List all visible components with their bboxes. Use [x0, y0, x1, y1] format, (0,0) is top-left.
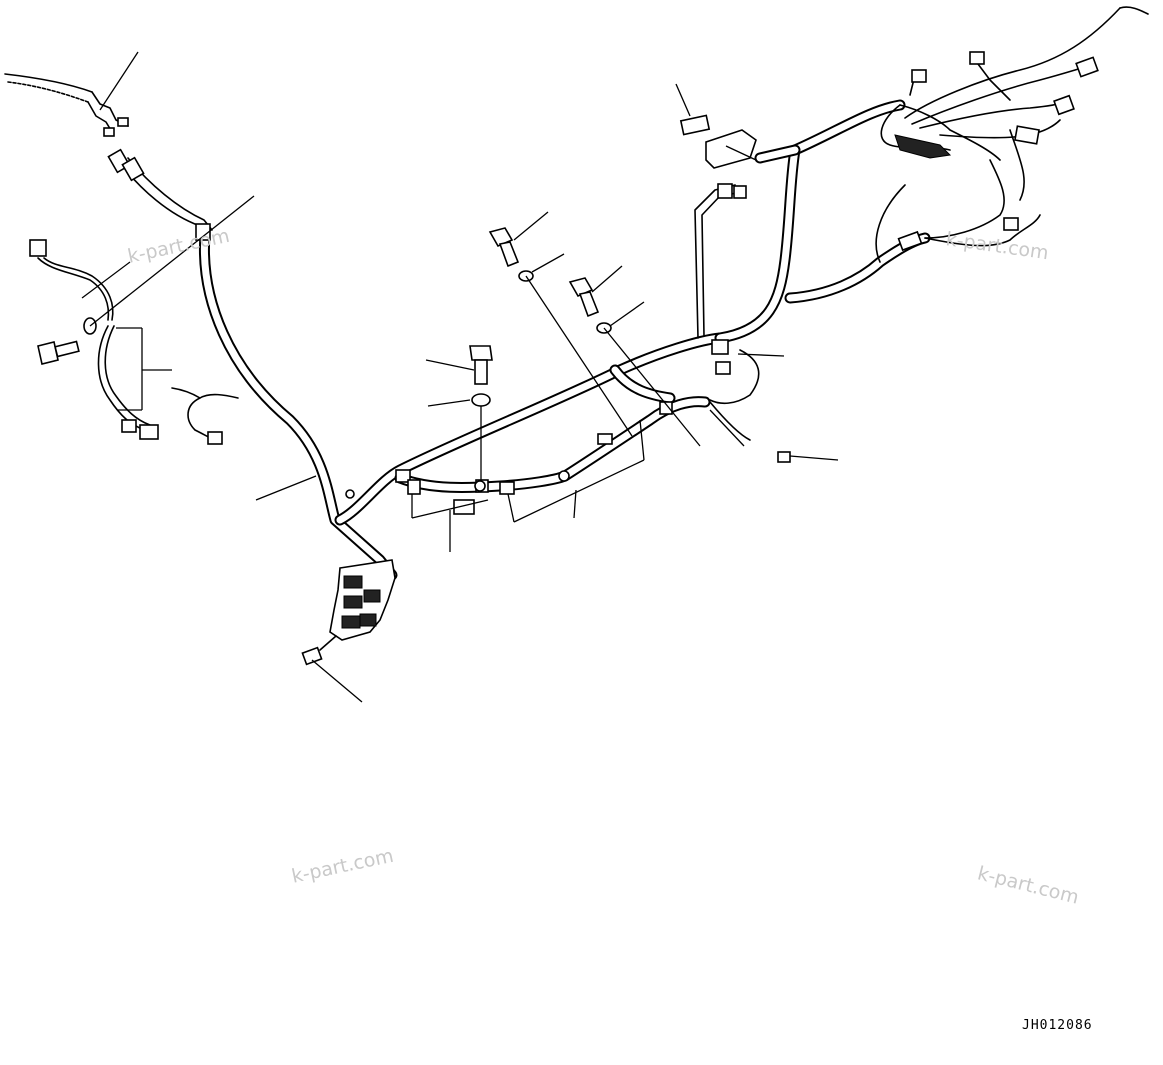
grommets	[345, 470, 570, 499]
connector-icon	[117, 117, 129, 127]
connector-icon	[121, 156, 145, 182]
bolt-head-icon	[469, 345, 493, 361]
connector-icon	[1075, 56, 1099, 78]
connector-icon	[343, 575, 363, 589]
connector-icon	[103, 127, 115, 137]
clamp-icon	[499, 481, 515, 495]
connector-icon	[139, 424, 159, 440]
connector-icon	[301, 646, 323, 666]
bolt-shank-icon	[54, 340, 80, 358]
connector-block	[301, 559, 396, 666]
clamp-icon	[395, 469, 411, 483]
connector-icon	[717, 183, 733, 199]
top-center-parts	[679, 114, 757, 169]
connector-icon	[777, 451, 791, 463]
connector-icon	[1003, 217, 1019, 231]
bolt-shank-icon	[578, 291, 600, 318]
washer-icon	[471, 393, 491, 407]
connector-icon	[343, 595, 363, 609]
connector-icon	[1053, 94, 1075, 116]
connector-icon	[711, 339, 729, 355]
relay-block-icon	[894, 134, 952, 159]
connector-icon	[911, 69, 927, 83]
main-harness-center	[334, 332, 726, 526]
drawing-id-label: JH012086	[1022, 1018, 1093, 1033]
bolt-head-icon	[488, 227, 514, 248]
clamp-icon	[195, 223, 211, 241]
bolt-head-icon	[568, 277, 594, 298]
connector-icon	[363, 589, 381, 603]
bolt-shank-icon	[474, 359, 488, 385]
bolt-head-icon	[37, 341, 59, 365]
left-small-harness	[29, 239, 239, 445]
bolt-shank-icon	[498, 241, 520, 268]
connector-icon	[341, 615, 361, 629]
clamp-icon	[597, 433, 613, 445]
leader-lines	[81, 51, 839, 703]
connector-icon	[29, 239, 47, 257]
left-branch-harness	[107, 148, 213, 237]
upper-right-wires	[875, 6, 1149, 263]
clamp-icon	[659, 401, 673, 415]
clip-icon	[679, 114, 711, 136]
connector-icon	[453, 499, 475, 515]
connector-icon	[207, 431, 223, 445]
connector-icon	[359, 613, 377, 627]
right-connector-group	[694, 183, 791, 463]
connector-icon	[969, 51, 985, 65]
clamps	[195, 223, 673, 515]
connector-icon	[1014, 125, 1040, 145]
upper-left-cable	[4, 73, 129, 137]
fasteners	[37, 227, 612, 407]
connector-icon	[715, 361, 731, 375]
connector-icon	[897, 230, 923, 252]
connector-icon	[733, 185, 747, 199]
main-harness-right	[714, 99, 931, 344]
connector-icon	[121, 419, 137, 433]
main-harness-left	[198, 229, 398, 581]
clamp-icon	[407, 479, 421, 495]
